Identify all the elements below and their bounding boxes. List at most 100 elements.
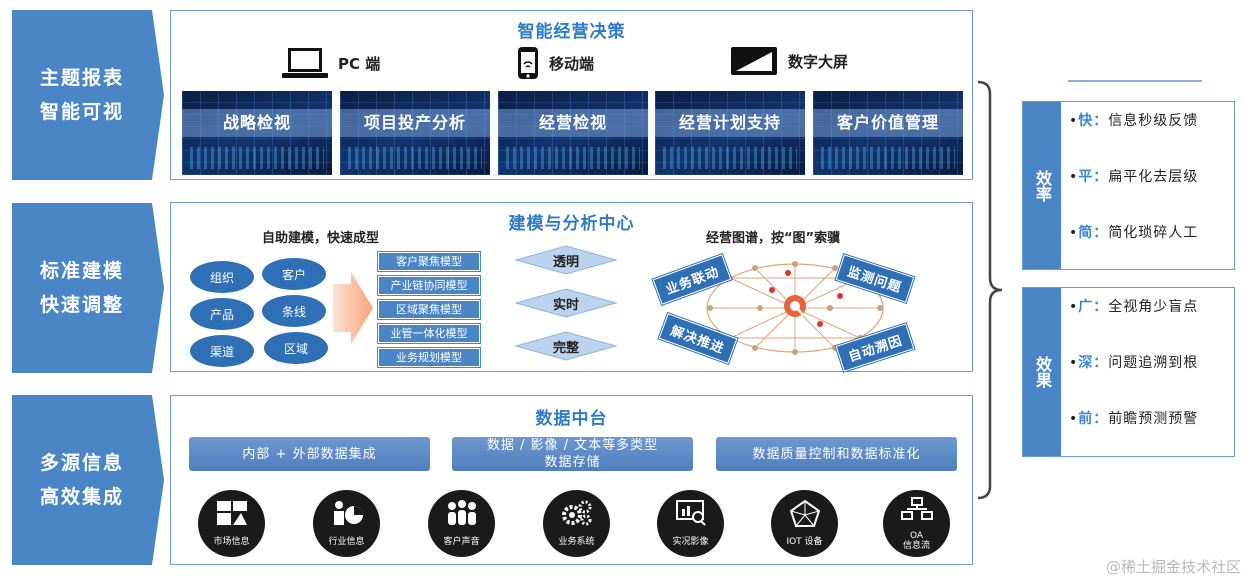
effect-item: •广：全视角少盲点 — [1069, 299, 1199, 315]
capability-label: 内部 + 外部数据集成 — [242, 446, 377, 462]
source-live-video: 实况影像 — [657, 490, 724, 557]
left-label-line2: 高效集成 — [39, 486, 124, 508]
dimension-ellipse: 客户 — [262, 258, 326, 290]
arrow-shape — [12, 10, 164, 180]
effect-key: 深： — [1078, 355, 1109, 371]
left-label-line1: 多源信息 — [39, 452, 124, 474]
efficiency-key: 平： — [1078, 169, 1109, 185]
dimension-ellipse: 渠道 — [190, 335, 254, 367]
attribute-realtime: 实时 — [552, 298, 579, 313]
screen-label: 经营计划支持 — [655, 109, 805, 137]
source-system: 业务系统 — [543, 490, 610, 557]
source-label: 客户声音 — [443, 537, 480, 547]
effect-text: 全视角少盲点 — [1108, 299, 1199, 315]
efficiency-item: •快：信息秒级反馈 — [1069, 113, 1199, 129]
device-big-screen: 数字大屏 — [730, 46, 848, 76]
right-bracket — [977, 80, 1003, 500]
efficiency-label-text: 效率 — [1033, 169, 1052, 202]
dimension-ellipse: 产品 — [190, 298, 254, 330]
effect-key: 前： — [1078, 411, 1109, 427]
screen-thumbnail: 经营检视 — [498, 91, 648, 175]
customer-group-icon — [447, 500, 476, 525]
effect-box: 效果 •广：全视角少盲点 •深：问题追溯到根 •前：前瞻预测预警 — [1022, 287, 1235, 457]
left-label-line2: 快速调整 — [39, 294, 124, 316]
efficiency-key: 快： — [1078, 113, 1109, 129]
source-market: 市场信息 — [198, 490, 265, 557]
orange-arrow-icon — [333, 272, 373, 344]
gears-icon — [561, 500, 591, 526]
screen-label: 项目投产分析 — [340, 109, 490, 137]
panel-title: 智能经营决策 — [517, 22, 626, 42]
source-industry: 行业信息 — [313, 490, 380, 557]
market-icon — [216, 501, 247, 525]
model-item: 区域聚焦模型 — [378, 300, 480, 319]
capability-bar: 数据质量控制和数据标准化 — [716, 437, 957, 471]
watermark: @稀土掘金技术社区 — [1105, 558, 1241, 576]
smartphone-icon — [518, 47, 538, 79]
device-label: PC 端 — [338, 54, 381, 73]
left-label-visualization: 主题报表智能可视 — [12, 10, 164, 180]
device-mobile: 移动端 — [517, 46, 594, 80]
dimension-ellipse: 组织 — [190, 261, 254, 293]
model-item: 产业链协同模型 — [378, 276, 480, 295]
source-label: 市场信息 — [213, 537, 250, 547]
large-screen-icon — [731, 47, 777, 75]
efficiency-text: 扁平化去层级 — [1108, 169, 1199, 185]
model-item: 客户聚焦模型 — [378, 252, 480, 271]
efficiency-item: •简：简化琐碎人工 — [1069, 225, 1199, 241]
screen-label: 客户价值管理 — [813, 109, 963, 137]
effect-label: 效果 — [1023, 288, 1061, 456]
effect-key: 广： — [1078, 299, 1109, 315]
self-modeling-title: 自助建模，快速成型 — [262, 231, 380, 246]
effect-label-text: 效果 — [1033, 356, 1052, 388]
efficiency-text: 简化琐碎人工 — [1108, 225, 1199, 241]
effect-item: •前：前瞻预测预警 — [1069, 411, 1199, 427]
screen-thumbnail: 客户价值管理 — [813, 91, 963, 175]
source-label: 行业信息 — [328, 537, 365, 547]
monitor-search-icon — [675, 500, 706, 526]
efficiency-text: 信息秒级反馈 — [1108, 113, 1199, 129]
graph-title: 经营图谱，按“图”索骥 — [706, 231, 841, 246]
attribute-diamonds — [514, 245, 618, 361]
efficiency-box: 效率 •快：信息秒级反馈 •平：扁平化去层级 •简：简化琐碎人工 — [1022, 101, 1235, 270]
capability-bar: 数据 / 影像 / 文本等多类型 数据存储 — [452, 437, 693, 471]
left-label-line2: 智能可视 — [39, 101, 124, 123]
source-iot: IOT 设备 — [771, 490, 838, 557]
left-label-integration: 多源信息高效集成 — [12, 395, 164, 565]
screen-label: 战略检视 — [182, 109, 332, 137]
efficiency-label: 效率 — [1023, 102, 1061, 269]
attribute-complete: 完整 — [552, 341, 579, 356]
screen-thumbnail: 经营计划支持 — [655, 91, 805, 175]
capability-label: 数据 / 影像 / 文本等多类型 — [486, 438, 659, 453]
capability-label: 数据质量控制和数据标准化 — [752, 446, 921, 462]
panel-title: 数据中台 — [535, 409, 608, 429]
dimension-ellipse: 区域 — [264, 332, 328, 364]
left-label-line1: 标准建模 — [39, 260, 124, 282]
source-label: OA 信息流 — [902, 531, 930, 551]
arrow-shape — [12, 203, 164, 373]
screen-thumbnail: 战略检视 — [182, 91, 332, 175]
industry-chart-icon — [333, 501, 363, 525]
source-customer: 客户声音 — [428, 490, 495, 557]
screen-label: 经营检视 — [498, 109, 648, 137]
model-item: 业务规划模型 — [378, 348, 480, 367]
source-oa: OA 信息流 — [883, 490, 950, 557]
effect-text: 前瞻预测预警 — [1108, 411, 1199, 427]
source-label: IOT 设备 — [786, 537, 823, 547]
attribute-transparent: 透明 — [552, 255, 579, 270]
arrow-shape — [12, 395, 164, 565]
effect-item: •深：问题追溯到根 — [1069, 355, 1199, 371]
laptop-icon — [282, 48, 328, 78]
effect-text: 问题追溯到根 — [1108, 355, 1199, 371]
efficiency-key: 简： — [1078, 225, 1109, 241]
screen-thumbnail: 项目投产分析 — [340, 91, 490, 175]
flow-chart-icon — [900, 497, 933, 520]
capability-bar: 内部 + 外部数据集成 — [189, 437, 430, 471]
source-label: 实况影像 — [672, 537, 709, 547]
iot-icon — [789, 499, 820, 527]
device-label: 数字大屏 — [788, 52, 849, 71]
left-label-line1: 主题报表 — [39, 67, 124, 89]
model-item: 业管一体化模型 — [378, 324, 480, 343]
device-pc: PC 端 — [282, 46, 380, 80]
divider-line — [1068, 80, 1202, 82]
